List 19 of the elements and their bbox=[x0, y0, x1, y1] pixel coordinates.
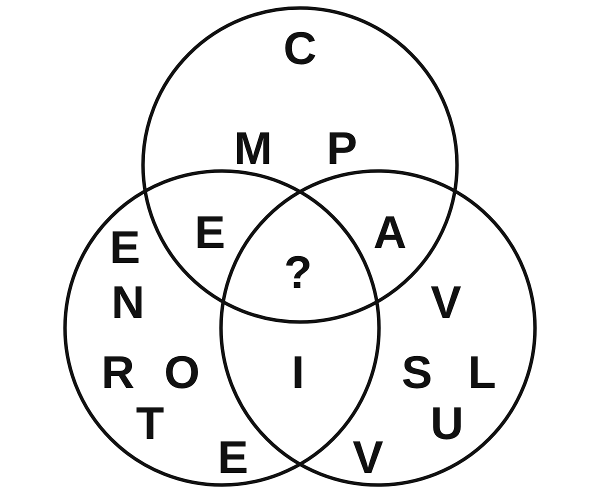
puzzle-letter: M bbox=[234, 125, 272, 171]
puzzle-letter: V bbox=[352, 434, 384, 480]
puzzle-letter: E bbox=[218, 434, 248, 480]
puzzle-letter: I bbox=[292, 349, 304, 395]
puzzle-letter: S bbox=[402, 349, 432, 395]
puzzle-letter: V bbox=[430, 279, 462, 325]
puzzle-letter: U bbox=[430, 400, 464, 446]
puzzle-letter: E bbox=[194, 209, 226, 255]
puzzle-letter: ? bbox=[284, 249, 312, 295]
puzzle-letter: P bbox=[326, 125, 358, 171]
set-circle bbox=[141, 6, 459, 324]
puzzle-letter: N bbox=[111, 279, 145, 325]
puzzle-letter: E bbox=[110, 224, 140, 270]
puzzle-letter: A bbox=[373, 209, 407, 255]
puzzle-letter: T bbox=[136, 400, 164, 446]
puzzle-letter: C bbox=[283, 25, 317, 71]
puzzle-letter: R bbox=[101, 349, 135, 395]
puzzle-letter: L bbox=[468, 349, 496, 395]
puzzle-letter: O bbox=[164, 349, 200, 395]
